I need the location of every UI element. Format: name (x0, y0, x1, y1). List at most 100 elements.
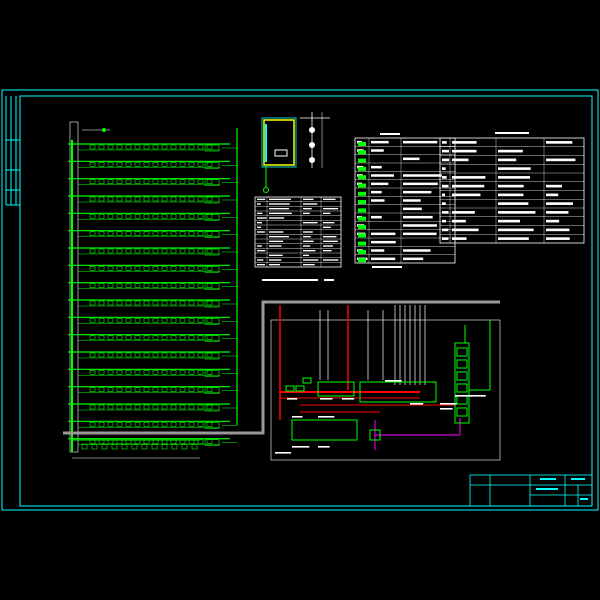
riser-device (153, 353, 158, 357)
equipment-table-cell-mark (442, 237, 448, 240)
equipment-table-cell-mark (452, 159, 468, 162)
symbol-table-cell-mark (269, 217, 284, 218)
riser-device (162, 266, 167, 270)
riser-device (207, 353, 212, 357)
riser-device (153, 388, 158, 392)
riser-device (144, 162, 149, 166)
symbol-table-cell-mark (323, 213, 330, 214)
riser-device (117, 197, 122, 201)
riser-device (117, 249, 122, 253)
system-label-mark (318, 416, 334, 418)
riser-device (90, 284, 95, 288)
riser-device (171, 336, 176, 340)
riser-device (108, 388, 113, 392)
riser-device (99, 214, 104, 218)
riser-device (135, 405, 140, 409)
legend-symbol (358, 217, 366, 221)
legend-table-cell-mark (403, 191, 431, 194)
legend-title-mark (380, 133, 400, 135)
legend-table-cell-mark (371, 183, 388, 186)
riser-device (135, 214, 140, 218)
riser-device (171, 162, 176, 166)
legend-symbol (358, 142, 366, 146)
riser-device (144, 336, 149, 340)
riser-device (198, 232, 203, 236)
riser-device (189, 284, 194, 288)
riser-device (117, 353, 122, 357)
equipment-table-cell-mark (452, 211, 475, 214)
legend-table-cell-mark (403, 174, 442, 177)
riser-device (126, 318, 131, 322)
riser-device (144, 318, 149, 322)
riser-device (108, 301, 113, 305)
riser-device (189, 266, 194, 270)
riser-device (99, 162, 104, 166)
riser-device (126, 388, 131, 392)
riser-device (207, 214, 212, 218)
riser-device (108, 232, 113, 236)
riser-device (135, 232, 140, 236)
legend-table-cell-mark (403, 208, 422, 211)
symbol-table-cell-mark (303, 259, 318, 260)
riser-device (144, 249, 149, 253)
riser-device (90, 180, 95, 184)
system-label-mark (440, 403, 457, 405)
riser-device (198, 180, 203, 184)
riser-device (162, 370, 167, 374)
legend-table-cell-mark (403, 199, 421, 202)
equipment-table-cell-mark (498, 220, 520, 223)
riser-device (180, 405, 185, 409)
symbol-table-cell-mark (269, 231, 283, 232)
riser-device (108, 180, 113, 184)
riser-device (189, 405, 194, 409)
equipment-table-cell-mark (442, 176, 447, 179)
system-diagram (63, 302, 500, 460)
riser-device (207, 405, 212, 409)
legend-table-cell-mark (371, 191, 382, 194)
legend-symbol (358, 175, 366, 179)
riser-device (198, 162, 203, 166)
riser-device (108, 266, 113, 270)
riser-device (90, 422, 95, 426)
legend-symbol (358, 208, 366, 212)
riser-device (162, 145, 167, 149)
riser-diagram (63, 122, 237, 458)
riser-device (90, 197, 95, 201)
legend-table-cell-mark (403, 183, 438, 186)
riser-device (126, 266, 131, 270)
riser-device (171, 353, 176, 357)
legend-table-cell-mark (371, 233, 395, 236)
riser-device (171, 145, 176, 149)
riser-device (171, 422, 176, 426)
riser-device (207, 284, 212, 288)
equipment-table-cell-mark (546, 185, 562, 188)
symbol-table-cell-mark (323, 222, 334, 223)
equipment-table-cell-mark (452, 237, 467, 240)
riser-device (153, 145, 158, 149)
equipment-table-cell-mark (442, 220, 446, 223)
equipment-table-cell-mark (546, 220, 559, 223)
legend-table-cell-mark (371, 216, 382, 219)
riser-device (162, 180, 167, 184)
riser-device (153, 197, 158, 201)
riser-device (108, 405, 113, 409)
legend-table-cell-mark (403, 249, 431, 252)
title-block-marks (536, 478, 588, 500)
symbol-table-cell-mark (323, 259, 338, 260)
riser-device (180, 162, 185, 166)
riser-device (144, 370, 149, 374)
equipment-title-mark (495, 132, 529, 134)
riser-device (90, 301, 95, 305)
riser-device (99, 249, 104, 253)
system-label-mark (292, 416, 302, 418)
legend-table-cell-mark (403, 141, 437, 144)
symbol-table-cell-mark (303, 245, 310, 246)
riser-device (144, 405, 149, 409)
equipment-table-cell-mark (546, 194, 558, 197)
riser-device (135, 249, 140, 253)
riser-device (135, 197, 140, 201)
symbol-table-cell-mark (257, 250, 265, 251)
riser-device (135, 422, 140, 426)
riser-device (171, 197, 176, 201)
equipment-table-cell-mark (442, 159, 449, 162)
